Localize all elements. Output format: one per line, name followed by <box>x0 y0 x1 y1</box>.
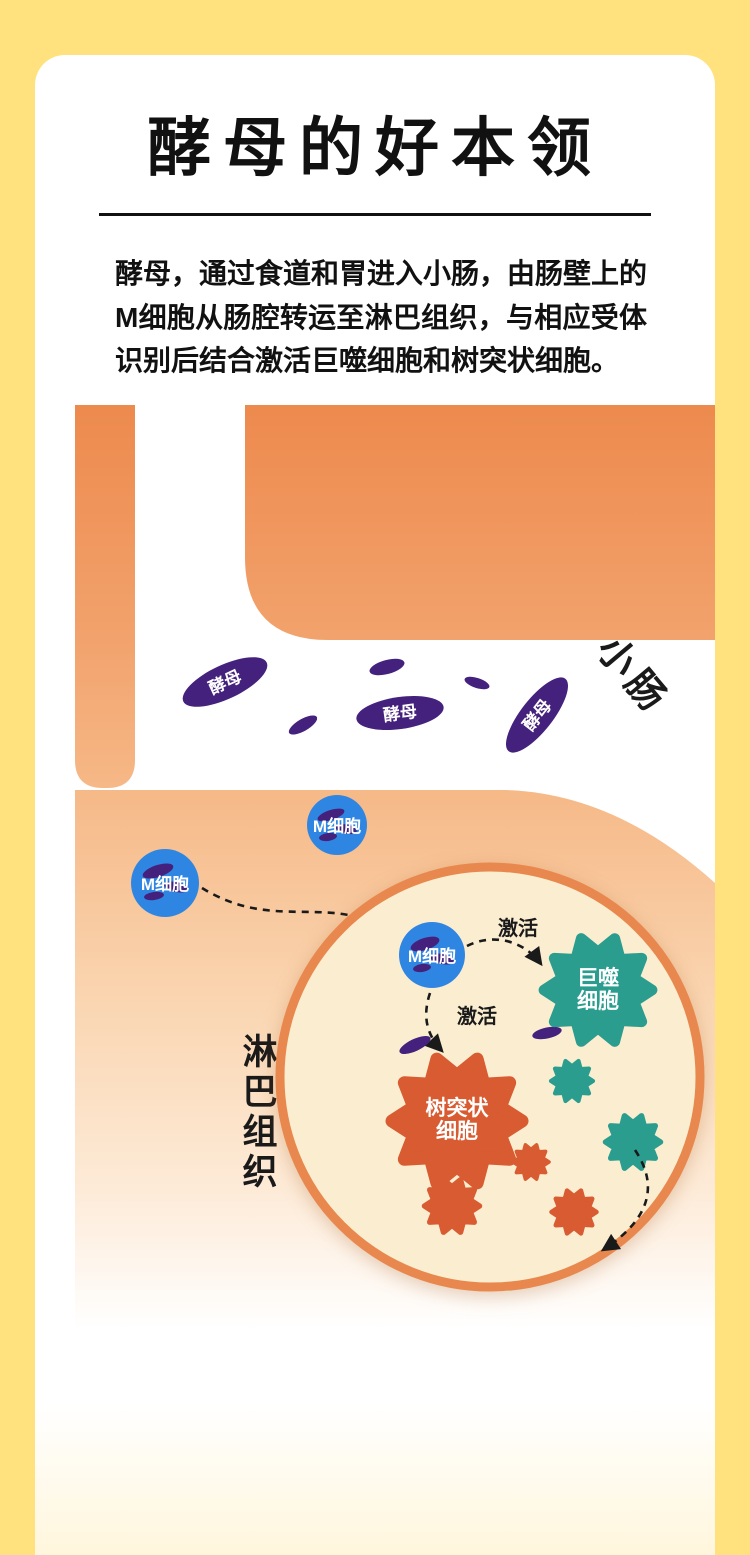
activate-label: 激活 <box>498 916 538 940</box>
yeast-inside-m-cell <box>410 936 440 952</box>
yeast-inside-m-cell <box>164 881 188 893</box>
lymphoid-tissue-label: 淋巴组织 <box>238 1033 278 1193</box>
yeast-cell: 酵母 <box>505 677 569 753</box>
yeast-body <box>182 657 268 707</box>
yeast-inside-m-cell <box>430 953 454 965</box>
m-cell-label: M细胞 <box>313 816 361 836</box>
small-macrophage-star <box>606 1116 661 1168</box>
intro-paragraph: 酵母，通过食道和胃进入小肠，由肠壁上的M细胞从肠腔转运至淋巴组织，与相应受体识别… <box>115 258 648 377</box>
yeast-small <box>369 658 405 676</box>
dendritic-label-line1: 树突状 <box>426 1096 490 1120</box>
m-cell-label: M细胞 <box>408 946 456 966</box>
small-macrophage-star <box>551 1061 593 1101</box>
m-cell-magnified: M细胞 <box>399 922 465 988</box>
yeast-cell: 酵母 <box>356 696 444 730</box>
dendritic-label-line2: 细胞 <box>436 1119 478 1143</box>
small-dendritic-star <box>552 1191 597 1234</box>
yeast-cell: 酵母 <box>182 657 268 707</box>
macrophage-label-line1: 巨噬 <box>577 966 619 990</box>
yeast-inside-m-cell <box>144 891 164 901</box>
m-cell: M细胞 <box>307 795 367 855</box>
yeast-inside-m-cell <box>317 808 345 822</box>
macrophage-label-line2: 细胞 <box>577 989 619 1013</box>
yeast-body <box>356 696 444 730</box>
m-cell-label: M细胞 <box>141 874 189 894</box>
magnifier-circle <box>275 862 705 1292</box>
small-intestine-label: 小肠 <box>588 629 677 723</box>
content-card: 酵母的好本领 酵母，通过食道和胃进入小肠，由肠壁上的M细胞从肠腔转运至淋巴组织，… <box>35 55 715 1555</box>
m-cell: M细胞 <box>131 849 199 917</box>
yeast-inside-m-cell <box>413 963 431 973</box>
m-cell-body <box>131 849 199 917</box>
activate-arrow-dendritic <box>424 992 444 1053</box>
yeast-small <box>464 676 490 690</box>
yeast-inside-m-cell <box>142 863 174 879</box>
activate-label: 激活 <box>457 1004 497 1028</box>
yeast-small <box>288 715 318 735</box>
activate-arrow-macrophage <box>466 938 543 967</box>
yeast-inside-m-cell <box>319 832 337 842</box>
yeast-small <box>399 1035 431 1055</box>
small-dendritic-star <box>425 1180 480 1232</box>
yeast-small <box>532 1026 562 1040</box>
intestine-wall-left-bar <box>75 405 135 788</box>
yeast-label: 酵母 <box>382 701 418 726</box>
title-underline <box>99 213 651 216</box>
yeast-inside-m-cell <box>335 823 357 835</box>
intestine-wall-upper-block <box>245 405 715 640</box>
exit-dashed-arrow <box>600 1149 650 1252</box>
small-dendritic-star <box>511 1143 551 1181</box>
page-title: 酵母的好本领 <box>147 112 603 184</box>
yeast-body <box>505 677 569 753</box>
intestine-diagram: 小肠 淋巴组织 酵母 酵母 酵母 <box>75 405 715 1330</box>
